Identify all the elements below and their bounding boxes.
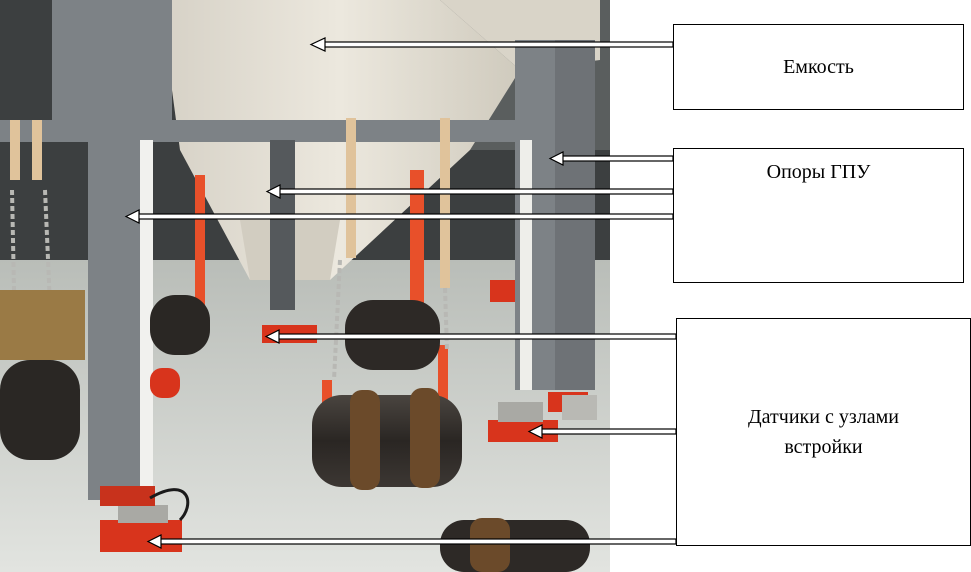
photo-industrial-scale — [0, 0, 610, 572]
label-box-supports: Опоры ГПУ — [673, 148, 964, 283]
wooden-crate — [0, 290, 85, 360]
label-sensors-line1: Датчики с узлами — [748, 406, 899, 428]
arrow-support-2 — [265, 184, 674, 199]
label-capacity: Емкость — [783, 56, 854, 78]
arrow-support-3 — [124, 209, 674, 224]
sensor-cable — [149, 488, 190, 522]
arrow-support-1 — [548, 151, 674, 166]
label-box-capacity: Емкость — [673, 24, 964, 110]
arrow-sensor-1 — [264, 329, 677, 344]
label-sensors-line2: встройки — [784, 436, 863, 458]
arrow-capacity — [309, 37, 674, 52]
lifting-straps — [10, 118, 450, 288]
label-supports: Опоры ГПУ — [766, 161, 871, 183]
arrow-sensor-2 — [527, 424, 677, 439]
arrow-sensor-3 — [146, 534, 677, 549]
label-box-sensors: Датчики с узлами встройки — [676, 318, 971, 546]
load-cell-front-left — [100, 520, 182, 552]
